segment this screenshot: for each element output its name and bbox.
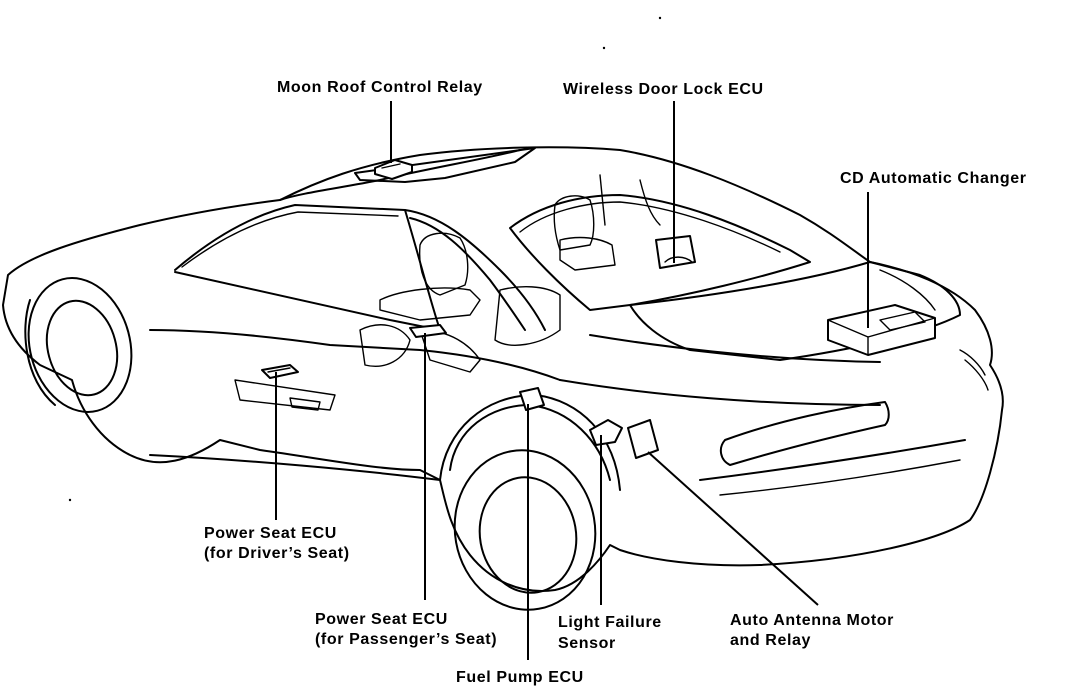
front-wheel bbox=[24, 277, 133, 413]
tail-light bbox=[719, 401, 890, 466]
cd-changer-label: CD Automatic Changer bbox=[840, 170, 1027, 187]
sunroof bbox=[354, 147, 536, 183]
moon-roof-relay-label: Moon Roof Control Relay bbox=[277, 79, 483, 96]
auto-antenna-part bbox=[627, 419, 659, 459]
power-seat-driver-sublabel: (for Driver’s Seat) bbox=[204, 545, 350, 562]
windshield bbox=[174, 204, 441, 331]
power-seat-passenger-sublabel: (for Passenger’s Seat) bbox=[315, 631, 497, 648]
rear-seat bbox=[553, 195, 595, 251]
moon-roof-relay-part bbox=[374, 159, 413, 180]
light-failure-label: Light Failure bbox=[558, 614, 662, 631]
leader-lines bbox=[275, 101, 869, 660]
cd-changer-part bbox=[827, 304, 936, 356]
rear-window bbox=[509, 194, 811, 311]
trunk-lid bbox=[629, 261, 961, 361]
wireless-door-lock-part bbox=[655, 235, 696, 269]
power-seat-passenger-part bbox=[409, 324, 447, 338]
wireless-door-lock-label: Wireless Door Lock ECU bbox=[563, 81, 764, 98]
driver-seat bbox=[418, 232, 469, 296]
auto-antenna-label: Auto Antenna Motor bbox=[730, 612, 894, 629]
car-body-outline bbox=[2, 146, 1004, 592]
fuel-pump-ecu-part bbox=[519, 387, 545, 411]
auto-antenna-sublabel: and Relay bbox=[730, 632, 811, 649]
light-failure-sublabel: Sensor bbox=[558, 635, 616, 652]
light-failure-sensor-part bbox=[589, 419, 623, 446]
power-seat-driver-label: Power Seat ECU bbox=[204, 525, 337, 542]
door-outline bbox=[149, 329, 561, 381]
fuel-pump-label: Fuel Pump ECU bbox=[456, 669, 584, 686]
power-seat-driver-part bbox=[261, 364, 299, 379]
power-seat-passenger-label: Power Seat ECU bbox=[315, 611, 448, 628]
